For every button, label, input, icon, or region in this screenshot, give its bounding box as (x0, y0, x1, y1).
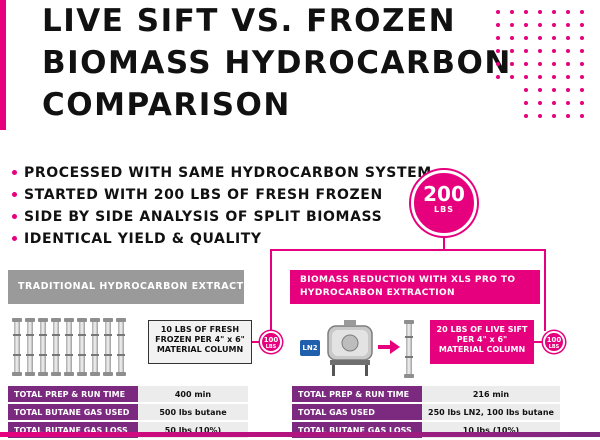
title-line-1: LIVE SIFT VS. FROZEN (42, 3, 457, 39)
xls-pro-machine-icon (327, 320, 373, 376)
spec-label: TOTAL PREP & RUN TIME (292, 386, 422, 404)
branch-weight-unit: LBS (548, 344, 560, 350)
traditional-header: TRADITIONAL HYDROCARBON EXTRACTION (8, 270, 264, 304)
ln2-tank-icon: LN2 (300, 340, 320, 356)
bullet-item: STARTED WITH 200 LBS OF FRESH FROZEN (10, 184, 432, 206)
spec-label: TOTAL BUTANE GAS USED (8, 403, 138, 422)
branch-weight-badge-right: 100 LBS (543, 331, 565, 353)
spec-value: 500 lbs butane (138, 403, 248, 422)
material-column-icon (64, 318, 74, 376)
accent-bar (0, 0, 6, 130)
connector-line (443, 236, 445, 250)
spec-value: 400 min (138, 386, 248, 404)
spec-label: TOTAL GAS USED (292, 403, 422, 422)
connector-line (534, 341, 544, 343)
start-weight-value: 200 (423, 182, 465, 206)
bullet-item: IDENTICAL YIELD & QUALITY (10, 228, 432, 250)
connector-line (252, 341, 262, 343)
material-column-icon (38, 318, 48, 376)
spec-value: 250 lbs LN2, 100 lbs butane (422, 403, 560, 422)
connector-line (270, 249, 546, 251)
xls-header-line-1: BIOMASS REDUCTION WITH XLS PRO TO (300, 275, 516, 285)
spec-value: 216 min (422, 386, 560, 404)
bullet-dot-icon (12, 213, 17, 219)
spec-label: TOTAL PREP & RUN TIME (8, 386, 138, 404)
bullet-text: IDENTICAL YIELD & QUALITY (24, 231, 262, 247)
xls-column-note: 20 LBS OF LIVE SIFT PER 4" x 6" MATERIAL… (430, 320, 534, 364)
connector-line (544, 249, 546, 331)
bottom-band (0, 432, 600, 437)
material-column-icon (51, 318, 61, 376)
title-line-3: COMPARISON (42, 87, 291, 123)
branch-weight-value: 100 (263, 336, 279, 344)
branch-weight-unit: LBS (265, 344, 277, 350)
xls-header-line-2: HYDROCARBON EXTRACTION (300, 288, 455, 298)
material-column-icon (116, 318, 126, 376)
bullet-text: STARTED WITH 200 LBS OF FRESH FROZEN (24, 187, 383, 203)
bullet-dot-icon (12, 169, 17, 175)
material-column-icon (404, 320, 414, 378)
start-weight-unit: LBS (434, 205, 454, 214)
connector-line (270, 249, 272, 331)
bullet-item: PROCESSED WITH SAME HYDROCARBON SYSTEM (10, 162, 432, 184)
bullet-dot-icon (12, 191, 17, 197)
branch-weight-badge-left: 100 LBS (260, 331, 282, 353)
arrow-right-icon (378, 340, 400, 354)
bullet-text: PROCESSED WITH SAME HYDROCARBON SYSTEM (24, 165, 432, 181)
bullet-item: SIDE BY SIDE ANALYSIS OF SPLIT BIOMASS (10, 206, 432, 228)
dot-grid-decoration (496, 10, 584, 118)
bullet-list: PROCESSED WITH SAME HYDROCARBON SYSTEM S… (10, 162, 432, 250)
bullet-dot-icon (12, 235, 17, 241)
xls-header: BIOMASS REDUCTION WITH XLS PRO TO HYDROC… (290, 270, 540, 304)
bullet-text: SIDE BY SIDE ANALYSIS OF SPLIT BIOMASS (24, 209, 383, 225)
traditional-column-note: 10 LBS OF FRESH FROZEN PER 4" x 6" MATER… (148, 320, 252, 364)
material-column-icon (25, 318, 35, 376)
title-line-2: BIOMASS HYDROCARBON (42, 45, 512, 81)
material-column-icon (103, 318, 113, 376)
material-column-icon (77, 318, 87, 376)
material-columns-group (12, 318, 134, 376)
branch-weight-value: 100 (546, 336, 562, 344)
material-column-icon (90, 318, 100, 376)
material-column-icon (12, 318, 22, 376)
start-weight-badge: 200 LBS (411, 170, 477, 236)
